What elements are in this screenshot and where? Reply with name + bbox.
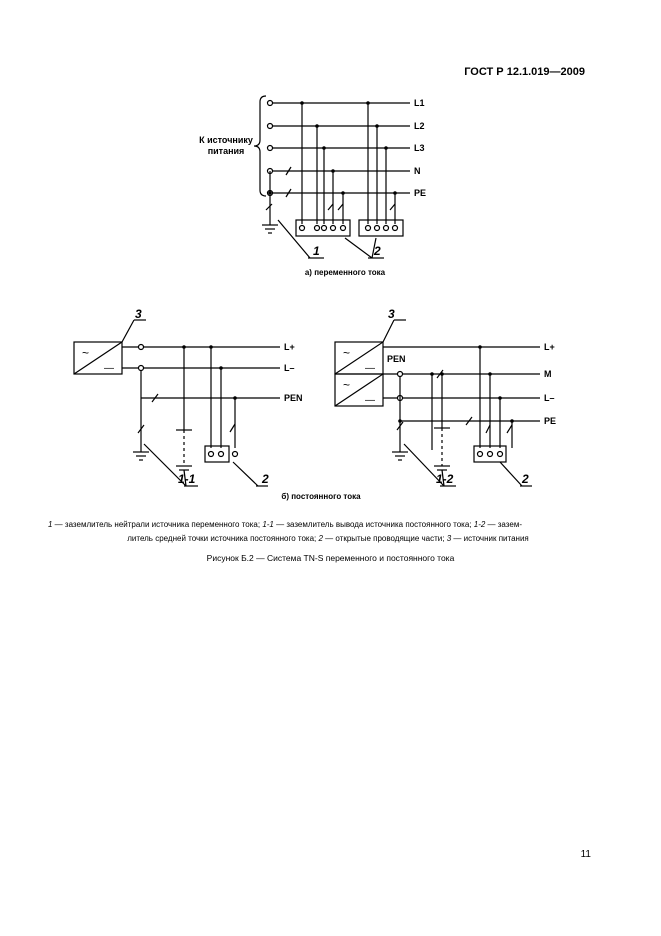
dc-source-box — [73, 341, 123, 375]
ac-symbol-right-upper: ~ — [343, 346, 350, 360]
ac-symbol-right-lower: ~ — [343, 378, 350, 392]
caption-a: а) переменного тока — [305, 268, 386, 277]
marker-b-3-left: 3 — [135, 307, 142, 321]
marker-b-1-1: 1-1 — [178, 472, 196, 486]
label-l1: L1 — [414, 98, 425, 108]
dc-symbol-right-upper: — — [365, 363, 375, 374]
label-pe-right: PE — [544, 416, 556, 426]
figure-legend: 1 — заземлитель нейтрали источника перем… — [48, 518, 608, 546]
diagram-b-right: ~ — ~ — L+ — [281, 307, 556, 501]
legend-text-6: — источник питания — [451, 534, 529, 543]
label-lplus-right: L+ — [544, 342, 555, 352]
legend-text-4: литель средней точки источника постоянно… — [127, 534, 319, 543]
load-box-1 — [295, 219, 351, 237]
load-box-left — [204, 445, 230, 463]
legend-text-1: — заземлитель нейтрали источника перемен… — [52, 520, 263, 529]
label-m-right: M — [544, 369, 552, 379]
legend-num-1: 1 — [48, 520, 53, 529]
label-lminus-right: L– — [544, 393, 555, 403]
load-1-connections — [301, 103, 344, 224]
label-l3: L3 — [414, 143, 425, 153]
load-box-right — [473, 445, 507, 463]
marker-b-2-left: 2 — [261, 472, 269, 486]
marker-b-2-right: 2 — [521, 472, 529, 486]
marker-b-3-right: 3 — [388, 307, 395, 321]
marker-a-2: 2 — [373, 244, 381, 258]
document-header: ГОСТ Р 12.1.019—2009 — [464, 66, 585, 78]
label-pen-right: PEN — [387, 354, 406, 364]
source-bracket — [253, 95, 267, 197]
source-label-line1: К источнику — [199, 135, 253, 145]
label-lplus-left: L+ — [284, 342, 295, 352]
legend-text-3: — зазем- — [485, 520, 522, 529]
caption-b: б) постоянного тока — [281, 492, 361, 501]
legend-text-5: — открытые проводящие части; — [322, 534, 447, 543]
legend-text-2: — заземлитель вывода источника постоянно… — [273, 520, 474, 529]
ac-symbol-left: ~ — [82, 346, 89, 360]
figure-title: Рисунок Б.2 — Система TN-S переменного и… — [206, 553, 455, 563]
dc-symbol-right-lower: — — [365, 395, 375, 406]
label-pen-left: PEN — [284, 393, 303, 403]
marker-a-1: 1 — [313, 244, 320, 258]
label-n: N — [414, 166, 421, 176]
legend-num-1-2: 1-2 — [473, 520, 486, 529]
dc-symbol-left: — — [104, 363, 114, 374]
diagram-a-ac: L1 L2 L3 N PE К источнику питания 1 2 а)… — [199, 95, 426, 277]
label-l2: L2 — [414, 121, 425, 131]
diagram-b-left: ~ — L+ L– PEN 3 1-1 2 — [73, 307, 303, 487]
page-number: 11 — [580, 849, 591, 860]
load-2-connections — [367, 103, 396, 224]
marker-b-1-2: 1-2 — [436, 472, 454, 486]
load-box-2 — [358, 219, 404, 237]
label-pe: PE — [414, 188, 426, 198]
legend-num-3: 3 — [446, 534, 452, 543]
legend-num-2: 2 — [318, 534, 323, 543]
dc-source-box-lower — [334, 373, 384, 407]
legend-num-1-1: 1-1 — [262, 520, 274, 529]
source-label-line2: питания — [208, 146, 245, 156]
label-lminus-left: L– — [284, 363, 295, 373]
